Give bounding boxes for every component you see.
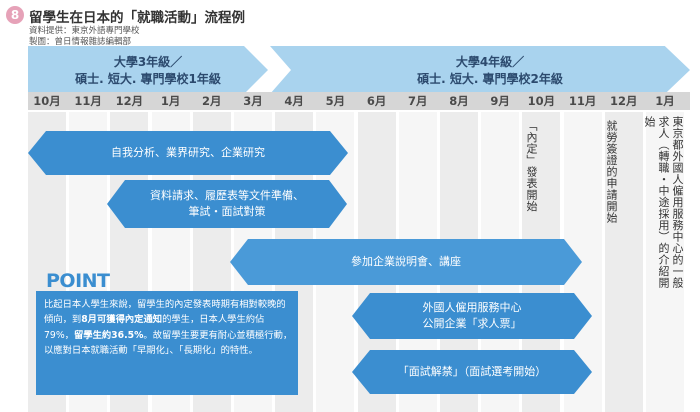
month-label: 8月: [449, 94, 469, 108]
year-band-first: [28, 46, 268, 94]
point-text-part3: 。故留學生要更有耐心並積極行動，以應對日本就職活動「早期化」、「長期化」的特性。: [44, 329, 293, 356]
month-label: 11月: [568, 94, 597, 108]
arrow-employment-center-line1: 外國人僱用服務中心: [422, 301, 522, 314]
editor-note: 製圖：曾日情報雜誌編輯部: [29, 37, 132, 47]
arrow-seminars: 參加企業說明會、講座: [230, 239, 582, 285]
month-label: 10月: [33, 94, 61, 108]
label-naitei: 「內定」發表開始: [525, 120, 538, 212]
year-label-second-line2: 碩士. 短大. 專門學校2年級: [417, 72, 563, 86]
year-label-first-line2: 碩士. 短大. 專門學校1年級: [75, 72, 221, 86]
month-label: 11月: [74, 94, 102, 108]
month-label: 4月: [284, 94, 304, 108]
label-tokyo-center: 東京都外國人僱用服務中心的一般求人（轉職・中途採用）的介紹開始: [643, 116, 684, 289]
year-label-second-line1: 大學4年級／: [455, 55, 525, 69]
point-text-part1: 比起日本人學生來說，留學生的內定發表時期有相對較晚的傾向，到: [44, 299, 286, 326]
month-label: 3月: [243, 94, 263, 108]
arrow-documents: 資料請求、履歷表等文件準備、 筆試・面試對策: [107, 180, 347, 228]
month-label: 1月: [655, 94, 675, 108]
point-title: POINT: [46, 270, 110, 292]
arrow-employment-center: 外國人僱用服務中心 公開企業「求人票」: [352, 293, 592, 339]
point-text-bold1: 8月可獲得內定通知: [81, 314, 163, 326]
arrow-interview-label: 「面試解禁」（面試選考開始）: [397, 365, 547, 378]
month-label: 10月: [527, 94, 556, 108]
month-label: 7月: [408, 94, 428, 108]
arrow-documents-line1: 資料請求、履歷表等文件準備、: [150, 189, 304, 202]
arrow-interview: 「面試解禁」（面試選考開始）: [352, 350, 592, 394]
label-visa: 就勞簽證的申請開始: [605, 120, 618, 224]
month-label: 9月: [490, 94, 510, 108]
arrow-documents-line2: 筆試・面試對策: [188, 205, 266, 218]
point-text: 比起日本人學生來說，留學生的內定發表時期有相對較晚的傾向，到8月可獲得內定通知的…: [44, 297, 294, 358]
section-number-badge: 8: [6, 6, 24, 24]
data-source-note: 資料提供：東京外語專門學校: [29, 26, 140, 36]
month-label: 5月: [325, 94, 346, 108]
point-box: [36, 291, 298, 395]
arrow-self-analysis: 自我分析、業界研究、企業研究: [28, 131, 348, 175]
month-label: 12月: [115, 94, 144, 108]
month-column: [604, 112, 643, 412]
year-label-first: 大學3年級／ 碩士. 短大. 專門學校1年級: [30, 54, 266, 88]
page-title: 留學生在日本的「就職活動」流程例: [29, 10, 245, 26]
point-text-bold2: 留學生約36.5%: [73, 329, 144, 341]
arrow-self-analysis-label: 自我分析、業界研究、企業研究: [111, 146, 265, 159]
month-strip: [28, 92, 690, 110]
month-column: [646, 112, 684, 412]
point-text-part2: 的學生，日本人學生約佔79%，: [44, 314, 265, 341]
month-label: 1月: [160, 94, 181, 108]
month-label: 12月: [610, 94, 638, 108]
year-label-second: 大學4年級／ 碩士. 短大. 專門學校2年級: [300, 54, 680, 88]
month-label: 2月: [202, 94, 222, 108]
arrow-employment-center-line2: 公開企業「求人票」: [422, 317, 522, 330]
year-band-second: [270, 46, 690, 94]
arrow-seminars-label: 參加企業說明會、講座: [351, 255, 461, 268]
year-label-first-line1: 大學3年級／: [113, 55, 183, 69]
month-label: 6月: [366, 94, 387, 108]
